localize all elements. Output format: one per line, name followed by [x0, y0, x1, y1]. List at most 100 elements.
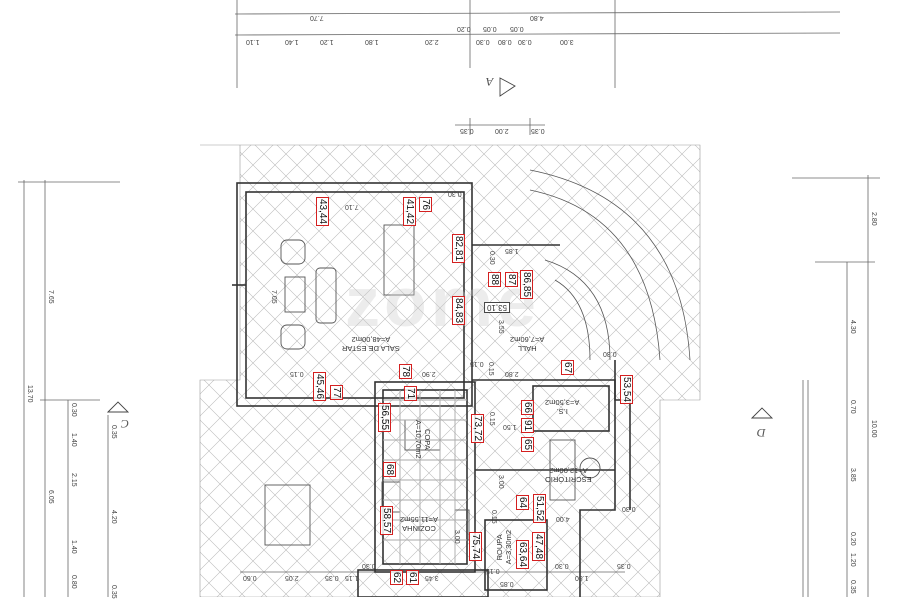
dim-top-seg: 0.30 [476, 38, 490, 45]
dim-stair: 0.35 [531, 127, 545, 134]
dim-stair: 2.00 [495, 127, 509, 134]
dim-bottom: 0.35 [325, 574, 339, 581]
dim-top-seg: 1.40 [285, 38, 299, 45]
room-name: I.S. [556, 407, 568, 416]
tag[interactable]: 78 [399, 364, 412, 380]
dim-left: 0.35 [110, 585, 117, 599]
side-dimension-lines [18, 175, 880, 597]
dim-left: 0.30 [70, 403, 77, 417]
top-dimension-lines [234, 0, 841, 135]
tag[interactable]: 87 [505, 272, 518, 288]
dim-right: 1.20 [849, 553, 856, 567]
tag[interactable]: 62 [390, 570, 403, 586]
dim-right: 0.20 [849, 532, 856, 546]
dim-bottom: 0.30 [555, 562, 569, 569]
dim-inner: 3.00 [497, 475, 504, 489]
dim-left: 7.65 [47, 290, 54, 304]
tag[interactable]: 73,72 [471, 414, 484, 444]
tag[interactable]: 66 [521, 400, 534, 416]
dim-bottom: 0.15 [486, 567, 500, 574]
room-area: A=11,55m2 [400, 515, 439, 524]
section-marker-shapes [106, 77, 774, 419]
dim-inner: 0.15 [290, 370, 304, 377]
dim-top-seg: 0.05 [483, 25, 497, 32]
dim-inner: 1.50 [503, 423, 517, 430]
dim-bottom: 0.60 [243, 574, 257, 581]
dim-bottom: 2.05 [285, 574, 299, 581]
tag[interactable]: 45,46 [313, 372, 326, 402]
dim-right: 3.85 [849, 468, 856, 482]
dim-bottom: 0.85 [500, 580, 514, 587]
dim-inner: 0.30 [448, 190, 462, 197]
room-area: A=7,60m2 [510, 335, 545, 344]
tag[interactable]: 63,64 [516, 540, 529, 570]
dim-bottom: 1.15 [345, 574, 359, 581]
tag[interactable]: 84,83 [452, 296, 465, 326]
room-area: A=12,00m2 [549, 466, 588, 475]
room-name: COPA [423, 428, 432, 450]
tag[interactable]: 76 [419, 197, 432, 213]
dim-inner: 1.85 [505, 247, 519, 254]
tag[interactable]: 77 [330, 385, 343, 401]
dim-right: 0.70 [849, 400, 856, 414]
tag[interactable]: 51,52 [533, 494, 546, 524]
dim-bottom: 0.35 [617, 562, 631, 569]
tag[interactable]: 41,42 [403, 197, 416, 227]
dim-right: 10.00 [870, 420, 877, 438]
dim-inner: 0.30 [603, 350, 617, 357]
section-marker-c: C [121, 417, 130, 431]
dim-left: 2.15 [70, 473, 77, 487]
dim-inner: 0.30 [622, 505, 636, 512]
tag[interactable]: 58,57 [380, 506, 393, 536]
dim-top-seg: 0.20 [457, 25, 471, 32]
dim-top-seg: 1.20 [320, 38, 334, 45]
room-area: A=3,50m2 [545, 398, 580, 407]
tag[interactable]: 43,44 [316, 197, 329, 227]
dim-inner: 0.15 [490, 510, 497, 524]
dim-inner: 7.05 [270, 290, 277, 304]
tag[interactable]: 88 [488, 272, 501, 288]
dim-bottom: 1.80 [575, 574, 589, 581]
dim-inner: 4.00 [556, 515, 570, 522]
tag[interactable]: 68 [383, 462, 396, 478]
tag[interactable]: 71 [404, 386, 417, 402]
tag[interactable]: 65 [521, 437, 534, 453]
tag[interactable]: 56,55 [378, 403, 391, 433]
dim-left: 1.40 [70, 540, 77, 554]
tag[interactable]: 53,54 [620, 375, 633, 405]
spiral-staircase [529, 169, 691, 361]
level-box: 53,10 [484, 302, 511, 313]
tag[interactable]: 61 [406, 570, 419, 586]
dim-right: 4.30 [849, 320, 856, 334]
dim-bottom: 3.45 [425, 574, 439, 581]
tag[interactable]: 67 [561, 360, 574, 376]
dim-inner: 3.55 [497, 320, 504, 334]
room-name: HALL [517, 344, 537, 353]
dim-left: 1.40 [70, 433, 77, 447]
tag[interactable]: 86,85 [520, 270, 533, 300]
dim-left: 6.05 [47, 490, 54, 504]
tag[interactable]: 75,74 [469, 532, 482, 562]
tag[interactable]: 82,81 [452, 234, 465, 264]
tag[interactable]: 91 [521, 418, 534, 434]
dim-bottom: 0.30 [362, 562, 376, 569]
room-is: I.S.A=3,50m2 [545, 398, 579, 416]
dim-top-seg: 1.10 [246, 38, 260, 45]
room-area: A=48,00m2 [351, 335, 391, 344]
room-name: COZINHA [402, 524, 436, 533]
dim-top-seg: 2.20 [425, 38, 439, 45]
dim-top-seg: 0.80 [498, 38, 512, 45]
room-name: SALA DE ESTAR [342, 344, 400, 353]
dim-right: 0.35 [849, 580, 856, 594]
dim-inner: 0.15 [470, 360, 484, 367]
dim-inner: 0.15 [487, 362, 494, 376]
tag[interactable]: 64 [516, 495, 529, 511]
tag[interactable]: 47,48 [532, 532, 545, 562]
section-marker-d: D [757, 426, 766, 440]
